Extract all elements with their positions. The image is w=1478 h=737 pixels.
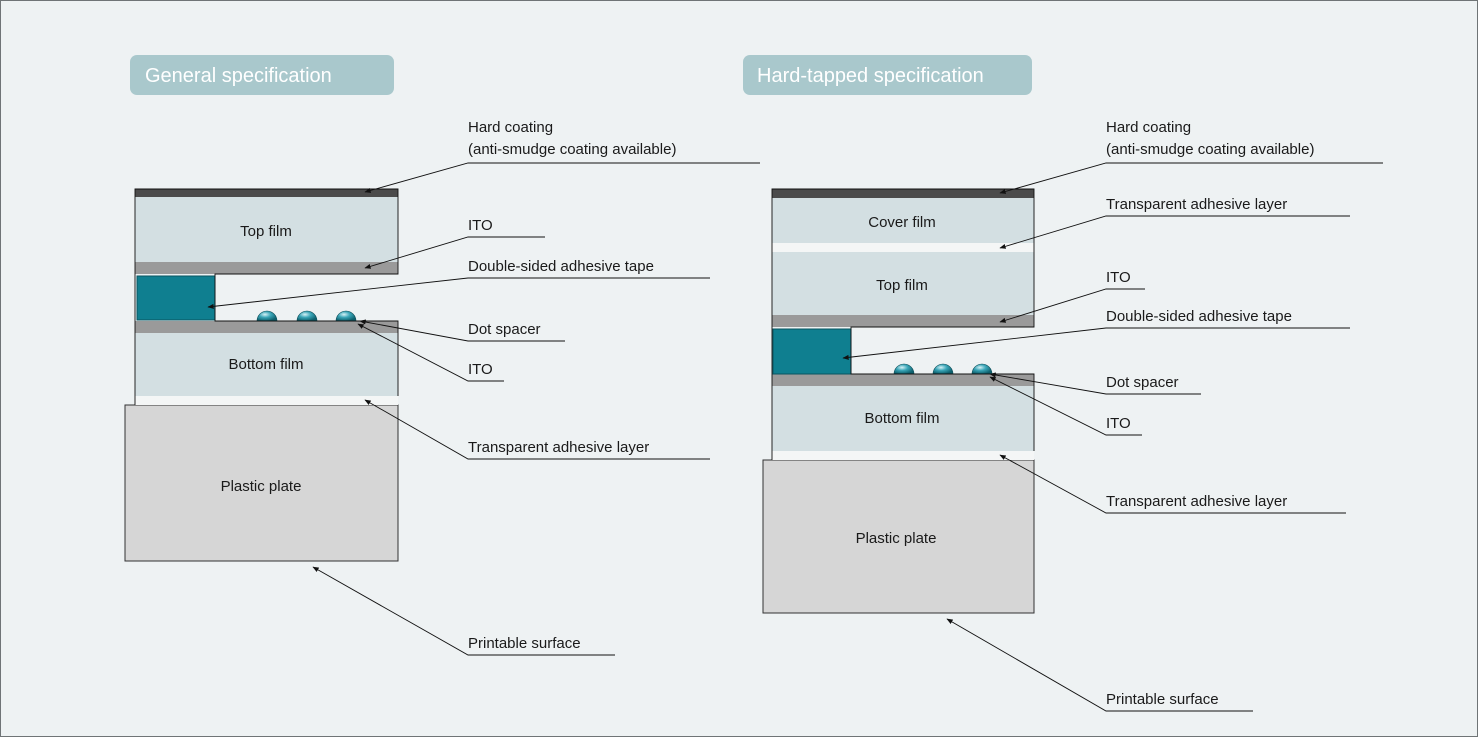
label-double-sided-tape: Double-sided adhesive tape — [1106, 308, 1292, 325]
dot-spacer — [335, 310, 357, 322]
label-dot-spacer: Dot spacer — [1106, 374, 1179, 391]
dot-spacer — [971, 363, 993, 375]
label-hard-coating-note: (anti-smudge coating available) — [1106, 141, 1314, 158]
hard-coating-layer — [135, 189, 398, 197]
top-film-label: Top film — [876, 277, 928, 294]
label-ito-bottom: ITO — [1106, 415, 1131, 432]
plastic-plate — [124, 404, 399, 562]
hard-tapped-title: Hard-tapped specification — [757, 65, 984, 87]
label-printable-surface: Printable surface — [468, 635, 581, 652]
cover-film — [772, 198, 1034, 243]
dot-spacer — [256, 310, 278, 322]
label-double-sided-tape: Double-sided adhesive tape — [468, 258, 654, 275]
hard-tapped-title-badge — [743, 55, 1032, 95]
label-ito-bottom: ITO — [468, 361, 493, 378]
bottom-ito-layer — [135, 321, 398, 333]
transparent-adhesive-layer — [135, 396, 398, 405]
double-sided-tape — [136, 275, 216, 321]
cover-film-label: Cover film — [868, 214, 936, 231]
bottom-film — [772, 386, 1034, 451]
dot-spacer — [932, 363, 954, 375]
label-transparent-adhesive-bottom: Transparent adhesive layer — [1106, 493, 1287, 510]
bottom-ito-layer — [772, 374, 1034, 386]
transparent-adhesive-layer-top — [772, 243, 1034, 252]
label-hard-coating: Hard coating — [468, 119, 553, 136]
bottom-film-label: Bottom film — [228, 356, 303, 373]
leader-lines — [842, 162, 1383, 712]
top-ito-layer — [772, 315, 1034, 327]
top-ito-layer — [135, 262, 398, 274]
leader-lines — [207, 162, 760, 656]
label-ito-top: ITO — [1106, 269, 1131, 286]
transparent-adhesive-layer — [772, 451, 1034, 460]
hard-tapped-spec-panel: Hard-tapped specification Plastic plate … — [743, 55, 1383, 712]
label-transparent-adhesive: Transparent adhesive layer — [468, 439, 649, 456]
label-ito-top: ITO — [468, 217, 493, 234]
label-hard-coating-note: (anti-smudge coating available) — [468, 141, 676, 158]
label-hard-coating: Hard coating — [1106, 119, 1191, 136]
bottom-film-label: Bottom film — [864, 410, 939, 427]
bottom-film — [135, 333, 398, 396]
top-film-label: Top film — [240, 223, 292, 240]
top-film — [135, 197, 398, 262]
label-dot-spacer: Dot spacer — [468, 321, 541, 338]
label-printable-surface: Printable surface — [1106, 691, 1219, 708]
plastic-plate — [762, 459, 1035, 614]
general-spec-title-badge — [130, 55, 394, 95]
general-spec-panel: General specification Plastic plate Bott… — [124, 55, 760, 656]
plastic-plate-label: Plastic plate — [856, 530, 937, 547]
general-spec-title: General specification — [145, 65, 332, 87]
top-film — [772, 252, 1034, 315]
stack-outline — [134, 188, 399, 405]
stack-outline — [771, 188, 1035, 460]
plastic-plate-label: Plastic plate — [221, 478, 302, 495]
double-sided-tape — [772, 328, 852, 375]
hard-coating-layer — [772, 189, 1034, 198]
dot-spacer — [893, 363, 915, 375]
label-transparent-adhesive-top: Transparent adhesive layer — [1106, 196, 1287, 213]
dot-spacer — [296, 310, 318, 322]
